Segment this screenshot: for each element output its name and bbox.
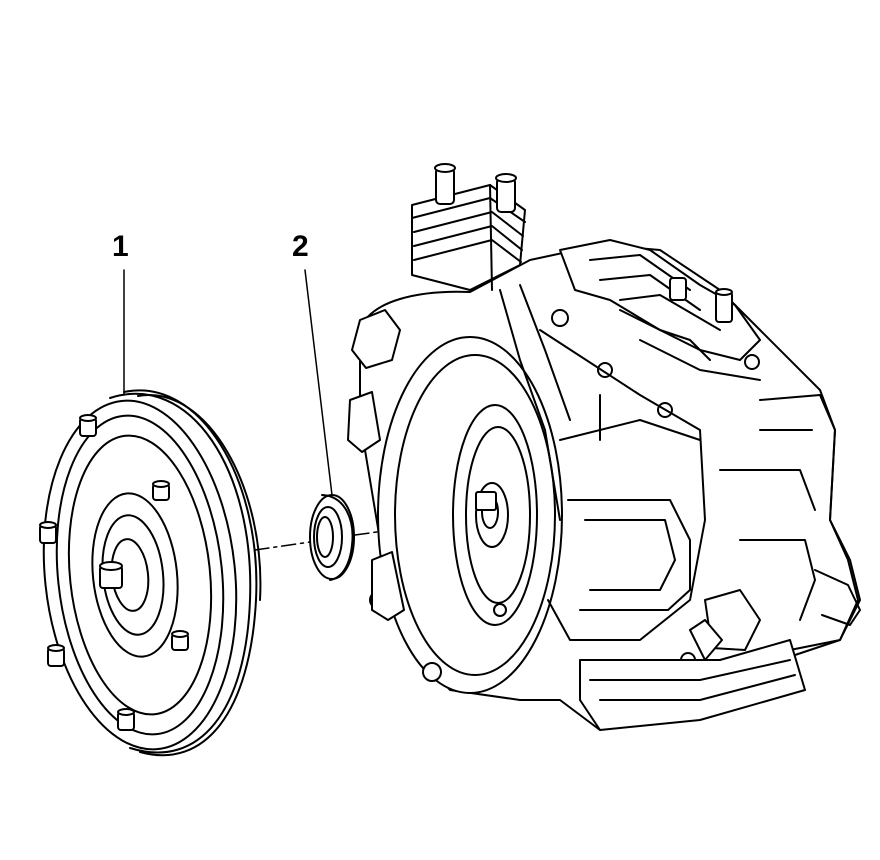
- torque-converter: [39, 389, 262, 757]
- callout-1: 1: [112, 230, 129, 263]
- oil-seal: [309, 494, 355, 581]
- leader-lines: [123, 269, 333, 496]
- callout-2: 2: [292, 230, 309, 263]
- transmission-housing: [347, 163, 861, 731]
